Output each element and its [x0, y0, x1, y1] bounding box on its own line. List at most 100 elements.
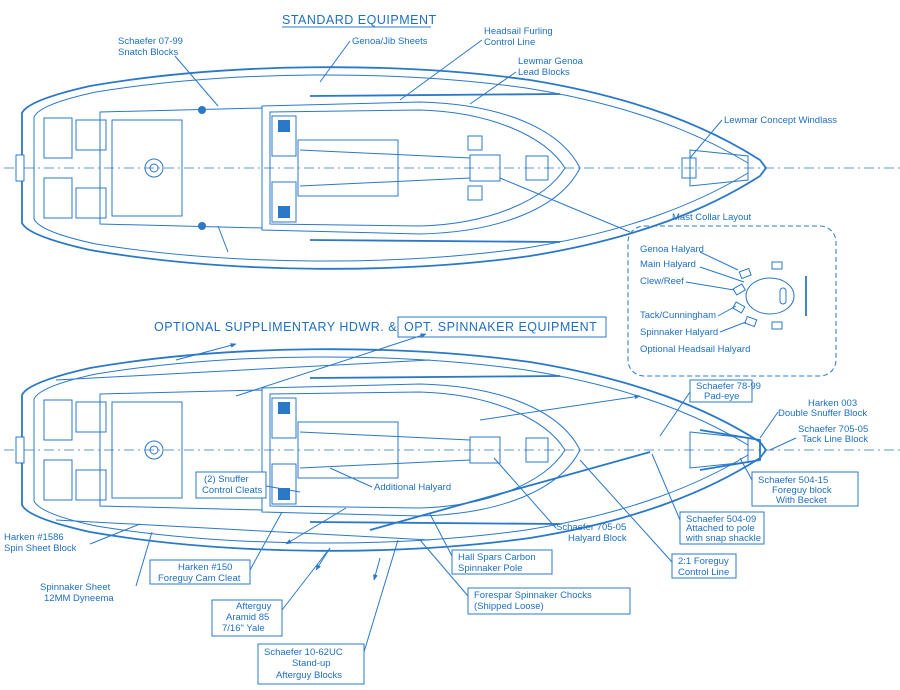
helm-hub [149, 163, 159, 173]
genoa-track-port-2 [309, 375, 561, 379]
pole-label-2: Spinnaker Pole [458, 563, 522, 574]
mast-collar-2 [469, 436, 501, 464]
arrow-1 [175, 343, 237, 361]
halyard-clutch-port [467, 135, 483, 151]
optional-title-box [397, 316, 607, 338]
foreguy-box [751, 471, 859, 507]
lead-label-1: Lewmar Genoa [518, 56, 584, 67]
companionway [297, 139, 399, 197]
snuffer-leader [759, 411, 779, 439]
winch-base-stbd [271, 181, 297, 223]
attached-label-2: Attached to pole [686, 523, 755, 534]
furling-label-1: Headsail Furling [484, 26, 553, 37]
winch-port-icon [278, 120, 290, 132]
transom [15, 154, 25, 182]
standard-equipment-title: STANDARD EQUIPMENT [282, 13, 437, 27]
camcleat-label-1: Harken #150 [178, 562, 232, 573]
addhal-leader [329, 467, 373, 488]
collar-block-1 [738, 267, 752, 280]
mast-item-2: Main Halyard [640, 259, 696, 270]
mast-item-6: Optional Headsail Halyard [640, 344, 750, 355]
lead-leader [469, 71, 517, 105]
lead-label-2: Lead Blocks [518, 67, 570, 78]
hull-outline [21, 66, 768, 270]
foreguy-label-3: With Becket [776, 495, 827, 506]
companionway-2 [297, 421, 399, 479]
standup-leader [363, 539, 399, 653]
standup-label-3: Afterguy Blocks [276, 670, 342, 681]
locker-c [75, 401, 107, 433]
sheets-leader [319, 40, 351, 83]
afterguy-label-1: Afterguy [236, 601, 272, 612]
attached-label-3: with snap shackle [685, 533, 761, 544]
cockpit-seat-2 [111, 401, 183, 499]
locker-d [75, 469, 107, 501]
spinsheet-label-1: Spinnaker Sheet [40, 582, 111, 593]
optional-equipment-section: OPTIONAL SUPPLIMENTARY HDWR. & OPT. SPIN… [4, 316, 900, 685]
windlass-leader [689, 119, 723, 159]
optional-title-right: OPT. SPINNAKER EQUIPMENT [404, 320, 597, 334]
line-run-b [299, 177, 471, 187]
optional-title-left: OPTIONAL SUPPLIMENTARY HDWR. & [154, 320, 397, 334]
mast-section [745, 277, 795, 315]
ci-leader-5 [719, 321, 747, 333]
camcleat-box [149, 559, 251, 585]
winch-port-icon-2 [278, 402, 290, 414]
chocks-leader [419, 539, 469, 597]
collar-block-3 [732, 283, 747, 296]
bow-roller [699, 429, 761, 471]
hull-outline-2 [21, 348, 768, 552]
snatch-label-1: Schaefer 07-99 [118, 36, 183, 47]
helm [144, 158, 164, 178]
spinblock-label-2: Spin Sheet Block [4, 543, 77, 554]
winch-base-stbd-2 [271, 463, 297, 505]
tack-label-1: Schaefer 705-05 [798, 424, 868, 435]
snatch-block-port-icon [198, 106, 206, 114]
snuffer-label-2: Double Snuffer Block [778, 408, 867, 419]
padeye-label-1: Schaefer 78-99 [696, 381, 761, 392]
addhal-label: Additional Halyard [374, 482, 451, 493]
pole-box [451, 549, 553, 575]
spinnaker-sheet [55, 519, 431, 541]
mast-collar-inset: Mast Collar Layout Genoa Halyard Main Ha… [499, 177, 837, 377]
padeye-leader [659, 391, 691, 437]
locker-a [75, 119, 107, 151]
winch-stbd-icon-2 [278, 488, 290, 500]
spinblock-label-1: Harken #1586 [4, 532, 64, 543]
mast-item-5: Spinnaker Halyard [640, 327, 718, 338]
afterguy-label-2: Aramid 85 [226, 612, 269, 623]
line-run-d [299, 459, 471, 469]
chocks-label-2: (Shipped Loose) [474, 601, 544, 612]
foreguy-leader [739, 457, 753, 481]
spinnaker-sheet-port [55, 359, 431, 381]
arrow-6 [373, 557, 381, 581]
padeye-box [689, 379, 753, 403]
winch-stbd-icon [278, 206, 290, 218]
helm-hub-2 [149, 445, 159, 455]
attached-label-1: Schaefer 504-09 [686, 514, 756, 525]
aft-locker-stbd-2 [43, 459, 73, 501]
spinsheet-leader [135, 531, 153, 587]
collar-block-4 [731, 301, 746, 314]
inset-border [627, 225, 837, 377]
furling-label-2: Control Line [484, 37, 535, 48]
sheets-label: Genoa/Jib Sheets [352, 36, 428, 47]
snufcleat-leader [265, 485, 301, 493]
hull-bottom [4, 348, 900, 552]
snatch-leader-2 [217, 225, 229, 253]
hull-top [4, 66, 900, 270]
standup-box [257, 643, 365, 685]
snatch-label-2: Snatch Blocks [118, 47, 178, 58]
spinsheet-label-2: 12MM Dyneema [44, 593, 114, 604]
tack-label-2: Tack Line Block [802, 434, 868, 445]
mast-collar [469, 154, 501, 182]
genoa-track-port [309, 93, 561, 97]
mast-track [779, 287, 787, 305]
arrow-2 [235, 333, 427, 397]
locker-b [75, 187, 107, 219]
halblock-leader [493, 457, 557, 529]
tack-leader [769, 437, 797, 451]
aft-locker-port-2 [43, 399, 73, 441]
ci-leader-4 [717, 305, 737, 317]
